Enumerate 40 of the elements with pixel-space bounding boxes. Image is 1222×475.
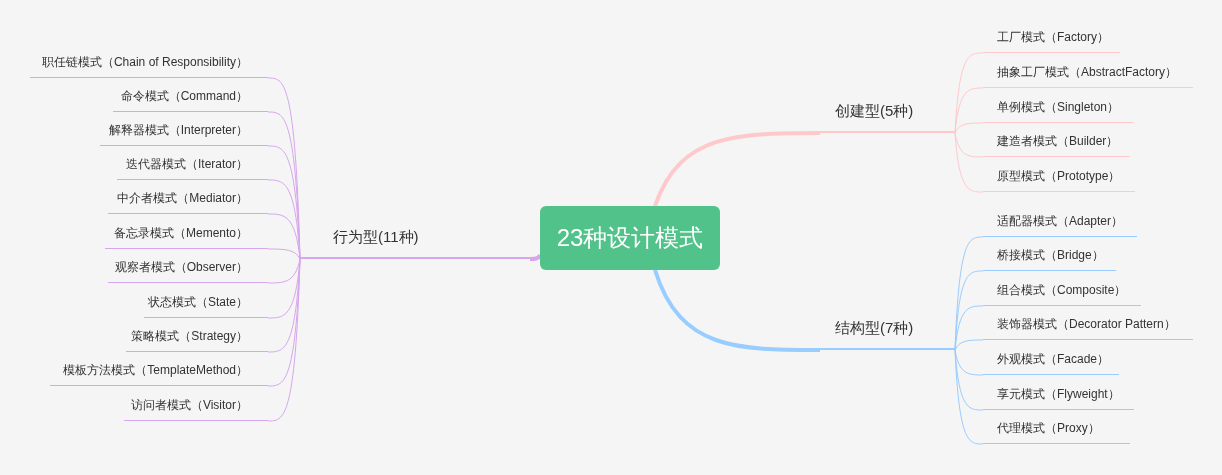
branch-line (267, 145, 301, 260)
branch-line (954, 52, 984, 134)
subtopic-label: 单例模式（Singleton） (983, 97, 1133, 123)
subtopic-label: 模板方法模式（TemplateMethod） (50, 360, 268, 386)
subtopic-label: 代理模式（Proxy） (983, 418, 1130, 444)
central-topic-box: 23种设计模式 (540, 206, 720, 270)
subtopic-label: 外观模式（Facade） (983, 349, 1119, 375)
branch-line (954, 122, 984, 134)
branch-line (267, 258, 301, 422)
branch-line (954, 270, 984, 351)
branch-line (653, 131, 820, 207)
branch-line (954, 87, 984, 134)
subtopic-label: 命令模式（Command） (113, 86, 268, 112)
subtopic-label: 抽象工厂模式（AbstractFactory） (983, 62, 1193, 88)
subtopic-label: 组合模式（Composite） (983, 280, 1141, 306)
subtopic-label: 策略模式（Strategy） (126, 326, 268, 352)
branch-topic-label: 行为型(11种) (300, 224, 530, 259)
branch-line (954, 305, 984, 351)
subtopic-label: 状态模式（State） (144, 292, 268, 318)
branch-line (267, 248, 301, 260)
subtopic-label: 享元模式（Flyweight） (983, 384, 1134, 410)
branch-topic-label: 结构型(7种) (820, 315, 955, 350)
subtopic-label: 工厂模式（Factory） (983, 27, 1120, 53)
subtopic-label: 备忘录模式（Memento） (105, 223, 268, 249)
subtopic-label: 解释器模式（Interpreter） (100, 120, 268, 146)
subtopic-label: 观察者模式（Observer） (108, 257, 268, 283)
branch-line (954, 132, 984, 193)
subtopic-label: 装饰器模式（Decorator Pattern） (983, 314, 1193, 340)
branch-line (954, 339, 984, 351)
subtopic-label: 原型模式（Prototype） (983, 166, 1135, 192)
subtopic-label: 适配器模式（Adapter） (983, 211, 1137, 237)
branch-line (954, 349, 984, 445)
subtopic-label: 桥接模式（Bridge） (983, 245, 1116, 271)
subtopic-label: 迭代器模式（Iterator） (117, 154, 268, 180)
branch-topic-label: 创建型(5种) (820, 98, 955, 133)
subtopic-label: 中介者模式（Mediator） (108, 188, 268, 214)
subtopic-label: 职任链模式（Chain of Responsibility） (30, 52, 268, 78)
subtopic-label: 访问者模式（Visitor） (124, 395, 268, 421)
branch-line (653, 269, 820, 352)
subtopic-label: 建造者模式（Builder） (983, 131, 1130, 157)
